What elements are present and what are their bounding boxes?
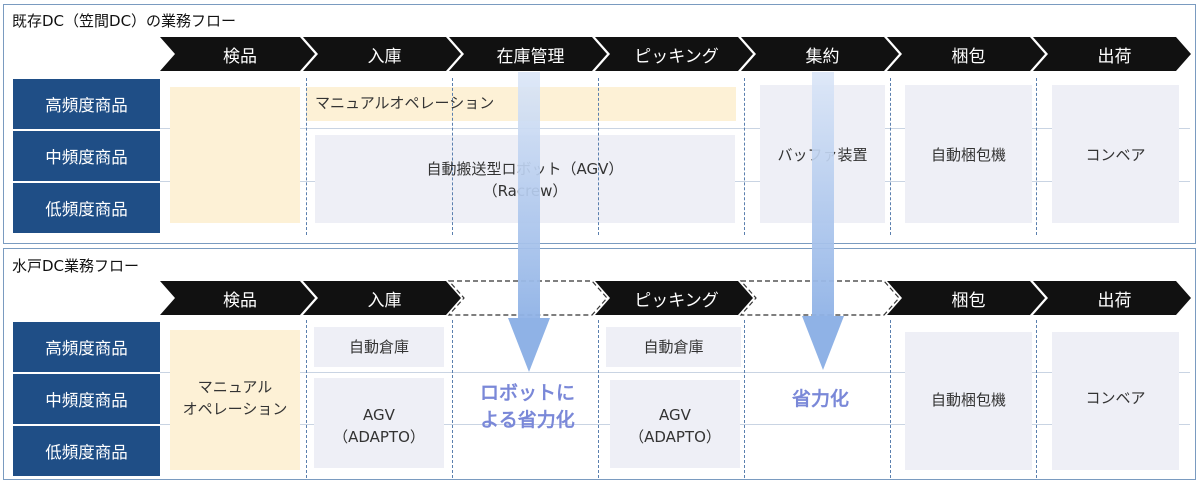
mito-conveyor-cell [1052, 332, 1179, 470]
manual-operation-label: マニュアルオペレーション [315, 94, 495, 112]
step-inspection: 検品 [223, 46, 257, 67]
down-arrow-consolidation [802, 72, 844, 370]
packer-cell [905, 85, 1032, 223]
conveyor-label: コンベア [1085, 146, 1146, 164]
step-receiving: 入庫 [367, 46, 402, 67]
mito-conveyor-label: コンベア [1085, 389, 1146, 407]
step-inventory: 在庫管理 [496, 46, 565, 67]
step-packing: 梱包 [951, 46, 986, 67]
column-divider [1036, 78, 1037, 235]
column-divider [890, 78, 891, 235]
robot-labor-saving-line1: ロボットに [479, 382, 575, 404]
mito-auto-storage-cell-2 [606, 327, 741, 367]
manual-cell-inspection [170, 87, 300, 223]
mito-agv-label-1-line2: （ADAPTO） [333, 428, 425, 446]
mito-flow-title: 水戸DC業務フロー [12, 257, 140, 275]
row-label-mid: 中頻度商品 [13, 131, 160, 181]
mito-agv-label-2-line2: （ADAPTO） [629, 428, 721, 446]
mito-row-label-mid: 中頻度商品 [13, 374, 160, 424]
mito-row-label-low: 低頻度商品 [13, 426, 160, 476]
mito-agv-label-2-line1: AGV [659, 406, 691, 424]
mito-auto-storage-cell-1 [314, 327, 444, 367]
conveyor-cell [1052, 85, 1179, 223]
mito-agv-cell-2 [610, 380, 740, 468]
column-divider [744, 78, 745, 235]
mito-auto-packer-label: 自動梱包機 [930, 391, 1006, 409]
column-divider [306, 320, 307, 478]
mito-step-picking: ピッキング [634, 290, 719, 311]
column-divider [598, 78, 599, 235]
row-separator [160, 128, 1190, 129]
mito-agv-cell-1 [314, 378, 444, 468]
column-divider [452, 78, 453, 235]
existing-flow-title: 既存DC（笠間DC）の業務フロー [12, 12, 237, 30]
column-divider [890, 320, 891, 478]
mito-manual-cell [170, 330, 300, 470]
down-arrow-inventory [508, 72, 550, 372]
row-label-high: 高頻度商品 [13, 79, 160, 129]
mito-row-label-high: 高頻度商品 [13, 322, 160, 372]
step-shipping: 出荷 [1097, 46, 1132, 67]
mito-packer-cell [905, 332, 1032, 470]
mito-auto-storage-label-2: 自動倉庫 [643, 338, 704, 356]
step-picking: ピッキング [634, 46, 719, 67]
auto-packer-label: 自動梱包機 [930, 146, 1006, 164]
column-divider [306, 78, 307, 235]
labor-saving-label: 省力化 [791, 388, 849, 410]
column-divider [744, 320, 745, 478]
mito-step-packing: 梱包 [951, 290, 986, 311]
mito-step-inspection: 検品 [223, 290, 257, 311]
robot-labor-saving-line2: よる省力化 [480, 409, 575, 431]
mito-step-receiving: 入庫 [367, 290, 402, 311]
column-divider [452, 320, 453, 478]
mito-agv-label-1-line1: AGV [363, 406, 395, 424]
mito-manual-line2: オペレーション [182, 400, 288, 418]
mito-auto-storage-label-1: 自動倉庫 [348, 338, 409, 356]
mito-step-shipping: 出荷 [1097, 290, 1132, 311]
row-label-low: 低頻度商品 [13, 183, 160, 233]
column-divider [1036, 320, 1037, 478]
mito-manual-line1: マニュアル [197, 378, 273, 396]
row-separator [160, 372, 1190, 373]
step-consolidation: 集約 [805, 46, 840, 67]
column-divider [598, 320, 599, 478]
